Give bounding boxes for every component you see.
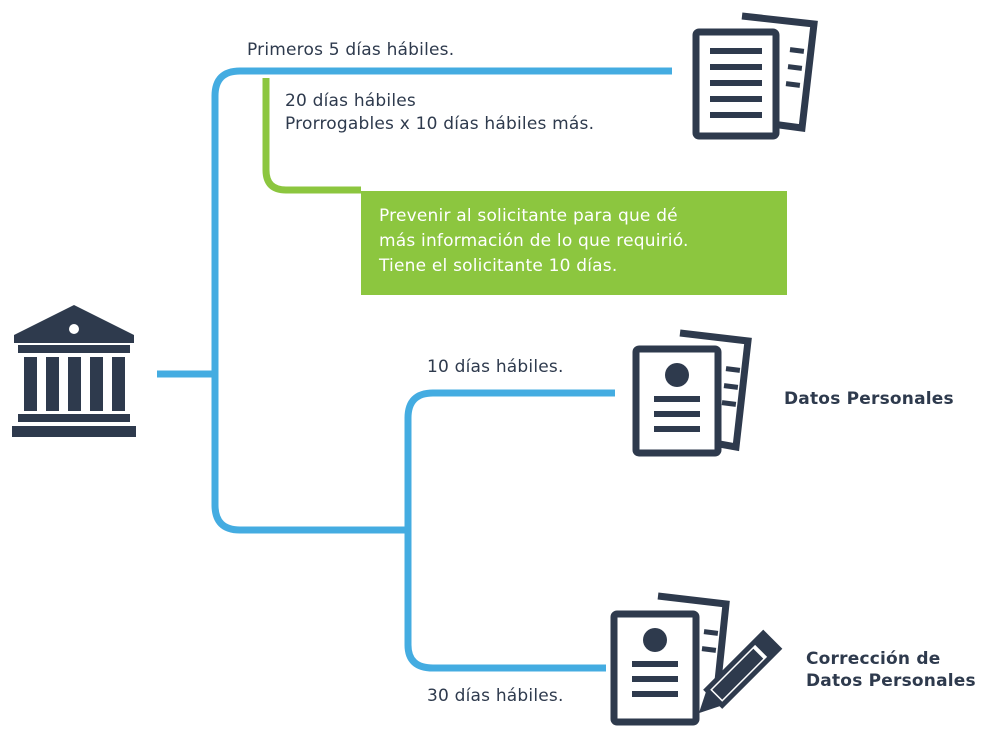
twenty-days-label: 20 días hábiles: [285, 91, 416, 111]
correction-label-line-2: Datos Personales: [806, 671, 976, 691]
sub-trunk-line: [404, 389, 615, 672]
prevention-line-2: más información de lo que requirió.: [379, 231, 689, 251]
institution-building-icon: [12, 305, 136, 437]
thirty-days-label: 30 días hábiles.: [427, 686, 564, 706]
green-branch-line: [262, 78, 361, 194]
first-days-label: Primeros 5 días hábiles.: [247, 40, 455, 60]
main-trunk-line: [211, 67, 672, 534]
correction-label-line-1: Corrección de: [806, 649, 941, 669]
prevention-line-3: Tiene el solicitante 10 días.: [379, 256, 618, 276]
prevention-box: Prevenir al solicitante para que dé más …: [361, 191, 787, 295]
personal-data-label: Datos Personales: [784, 389, 954, 409]
correction-document-pencil-icon: [610, 592, 783, 726]
document-stack-icon: [692, 12, 818, 140]
personal-data-document-icon: [632, 329, 752, 457]
extension-label: Prorrogables x 10 días hábiles más.: [285, 114, 595, 134]
prevention-line-1: Prevenir al solicitante para que dé: [379, 206, 678, 226]
ten-days-label: 10 días hábiles.: [427, 357, 564, 377]
